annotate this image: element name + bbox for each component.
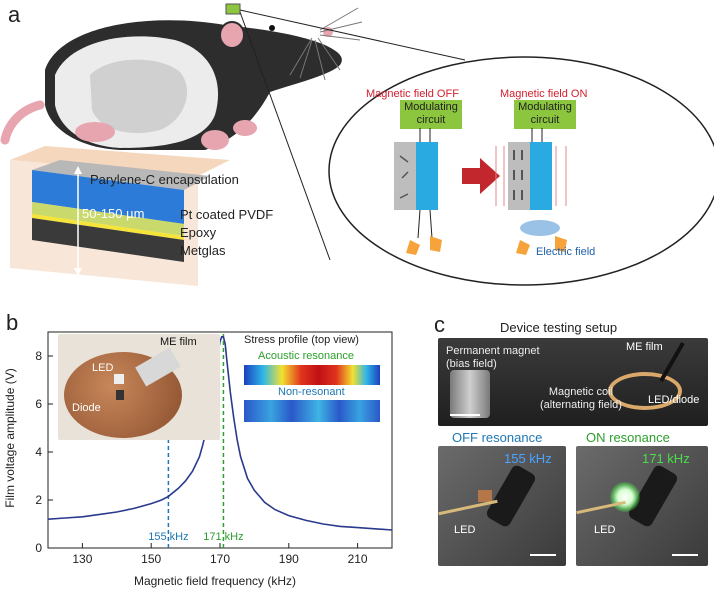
layer-thickness-label: 50-150 µm	[82, 206, 145, 221]
magnet-label-line2: (bias field)	[446, 358, 497, 370]
y-tick-label: 2	[35, 493, 42, 507]
x-tick-label: 170	[210, 552, 230, 566]
off-resonance-photo	[438, 446, 566, 566]
on-freq-label: 171 kHz	[642, 451, 690, 466]
chart-markers: 155 kHz 171 kHz	[148, 334, 244, 548]
coil-label: Magnetic coil (alternating field)	[540, 386, 622, 412]
stress-acoustic-label: Acoustic resonance	[258, 350, 354, 362]
y-tick-label: 8	[35, 349, 42, 363]
circuit-label-line1: Modulating	[518, 101, 572, 113]
resonance-chart: 130 150 170 190 210 0 2 4 6 8 155 kHz 171 kHz Magn…	[3, 331, 393, 588]
frequency-marker-label: 171 kHz	[203, 531, 243, 543]
circuit-label-line2: circuit	[530, 114, 560, 126]
panel-c-title: Device testing setup	[500, 320, 618, 335]
stress-map-nonresonant	[244, 400, 380, 422]
stress-profile-title: Stress profile (top view)	[244, 334, 359, 346]
me-film-schematic	[394, 128, 567, 255]
circuit-box-on: Modulating circuit	[514, 100, 576, 129]
x-tick-label: 190	[279, 552, 299, 566]
y-tick-label: 4	[35, 445, 42, 459]
off-freq-label: 155 kHz	[504, 451, 552, 466]
on-resonance-label: ON resonance	[586, 430, 670, 445]
y-tick-label: 6	[35, 397, 42, 411]
y-tick-label: 0	[35, 541, 42, 555]
x-tick-label: 150	[141, 552, 161, 566]
testing-setup-photo	[438, 338, 708, 426]
chart-ticks: 130 150 170 190 210 0 2 4 6 8	[35, 349, 368, 566]
field-on-label: Magnetic field ON	[500, 88, 588, 100]
x-tick-label: 130	[72, 552, 92, 566]
panel-c-letter: c	[434, 312, 445, 337]
off-resonance-label: OFF resonance	[452, 430, 543, 445]
inset-led-label: LED	[92, 362, 114, 374]
panel-b-letter: b	[6, 310, 19, 335]
panel-a-letter: a	[8, 2, 21, 27]
device-inset-photo	[58, 334, 220, 440]
layer-pvdf-label: Pt coated PVDF	[180, 207, 274, 222]
x-tick-label: 210	[348, 552, 368, 566]
x-axis-label: Magnetic field frequency (kHz)	[134, 574, 296, 588]
frequency-marker-label: 155 kHz	[148, 531, 188, 543]
electric-field-label: Electric field	[536, 246, 596, 258]
layer-encapsulation-label: Parylene-C encapsulation	[90, 172, 239, 187]
circuit-box-off: Modulating circuit	[400, 100, 462, 129]
series-line	[47, 336, 393, 531]
on-led-label: LED	[594, 524, 616, 536]
stress-map-resonant	[244, 365, 380, 385]
off-led-label: LED	[454, 524, 476, 536]
on-resonance-photo	[576, 446, 708, 566]
setup-me-film-label: ME film	[626, 341, 663, 353]
inset-me-film-label: ME film	[160, 336, 197, 348]
circuit-label-line1: Modulating	[404, 101, 458, 113]
inset-diode-label: Diode	[72, 402, 101, 414]
y-axis-label: Film voltage amplitude (V)	[3, 368, 17, 507]
layer-metglas-label: Metglas	[180, 243, 226, 258]
coil-label-line1: Magnetic coil	[548, 386, 614, 398]
coil-label-line2: (alternating field)	[540, 399, 622, 411]
field-off-label: Magnetic field OFF	[366, 88, 459, 100]
magnet-label-line1: Permanent magnet	[446, 345, 540, 357]
setup-led-diode-label: LED/diode	[648, 394, 700, 406]
magnet-label: Permanent magnet (bias field)	[446, 345, 540, 371]
stress-nonresonant-label: Non-resonant	[278, 386, 345, 398]
layer-stack	[10, 146, 230, 286]
layer-epoxy-label: Epoxy	[180, 225, 217, 240]
circuit-label-line2: circuit	[416, 114, 446, 126]
